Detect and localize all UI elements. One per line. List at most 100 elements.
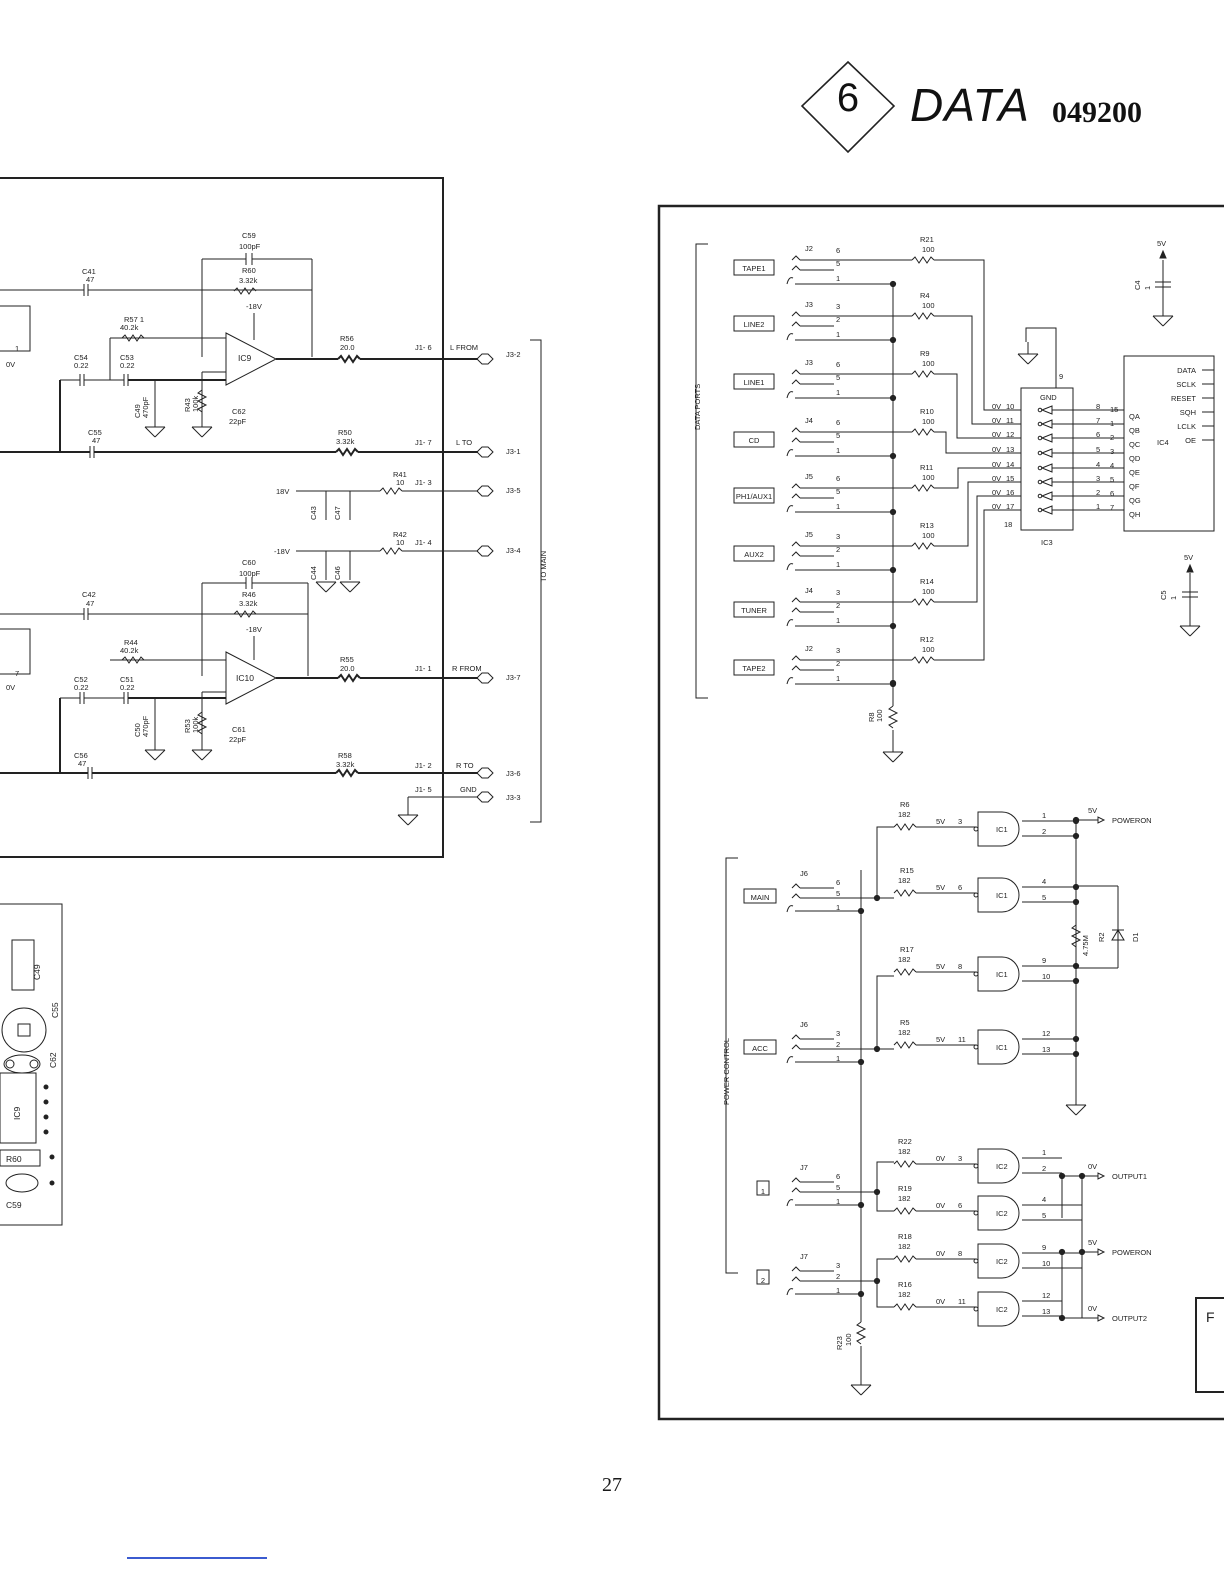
- c54-value: 0.22: [74, 361, 89, 370]
- r57-value: 40.2k: [120, 323, 139, 332]
- ic3-voltage: 0V: [992, 430, 1001, 439]
- pin: 5: [836, 487, 840, 496]
- ic4-output-label: QF: [1129, 482, 1140, 491]
- j1-7-label: J1- 7: [415, 438, 432, 447]
- resistor: [893, 1255, 917, 1263]
- pcb-c59-label: C59: [6, 1200, 22, 1210]
- buffer-icon: [1040, 433, 1053, 443]
- port-label: CD: [749, 436, 760, 445]
- ic4-pin: 1: [1110, 419, 1114, 428]
- resistor: [911, 484, 935, 492]
- ic1-res-value: 182: [898, 1028, 911, 1037]
- port-box: [733, 315, 775, 332]
- ic1-res-label: R15: [900, 866, 914, 875]
- ic4-output-label: QB: [1129, 426, 1140, 435]
- r23-value: 100: [844, 1333, 853, 1346]
- resistor: [911, 312, 935, 320]
- pin: 1: [836, 274, 840, 283]
- jack-name: J7: [800, 1252, 808, 1261]
- right-panel-frame: [657, 204, 1224, 1421]
- and-gate-icon: [977, 811, 1020, 847]
- jack-label: J2: [805, 244, 813, 253]
- pin: 6: [836, 878, 840, 887]
- and-gate-icon: [977, 1148, 1020, 1184]
- pin: 1: [836, 1197, 840, 1206]
- ic9-label: IC9: [238, 353, 252, 363]
- ic3-pin9: 9: [1059, 372, 1063, 381]
- ic2-label: IC2: [996, 1305, 1008, 1314]
- jack-label: J2: [805, 644, 813, 653]
- output-label: POWERON: [1112, 816, 1152, 825]
- pcb-layout: C49 C55 C62 IC9 R60 C59: [0, 903, 63, 1226]
- ic2-res-label: R16: [898, 1280, 912, 1289]
- ic1-label: IC1: [996, 825, 1008, 834]
- c60-label: C60: [242, 558, 256, 567]
- ic4-pin: 3: [1110, 447, 1114, 456]
- pin: 5: [836, 259, 840, 268]
- pcb-ic9-label: IC9: [12, 1107, 22, 1121]
- port-box: [733, 545, 775, 562]
- ic4-input-label: RESET: [1171, 394, 1196, 403]
- ic3-pin: 13: [1006, 445, 1014, 454]
- resistor-value: 100: [922, 473, 935, 482]
- gate-out-pin: 9: [1042, 956, 1046, 965]
- ic3-out-pin: 1: [1096, 502, 1100, 511]
- resistor: [911, 428, 935, 436]
- r50-label: R50: [338, 428, 352, 437]
- and-gate-icon: [977, 1195, 1020, 1231]
- r8-value: 100: [875, 709, 884, 722]
- gate-voltage: 0V: [936, 1201, 945, 1210]
- ic3-out-pin: 7: [1096, 416, 1100, 425]
- port-label: PH1/AUX1: [736, 492, 772, 501]
- jack-box: [743, 888, 777, 904]
- resistor: [893, 1160, 917, 1168]
- c59-label: C59: [242, 231, 256, 240]
- r58-value: 3.32k: [336, 760, 355, 769]
- c52-value: 0.22: [74, 683, 89, 692]
- ic4-pin: 6: [1110, 489, 1114, 498]
- pin: 1: [836, 330, 840, 339]
- jack-label: J5: [805, 472, 813, 481]
- audio-section: TO MAIN 1 0V 7 0V C41 47 C59 100pF R60 3…: [0, 177, 548, 858]
- document-code: 049200: [1052, 96, 1142, 129]
- power-control-section: POWER CONTROL MAINJ6651ACCJ63211J76512J7…: [722, 800, 1152, 1396]
- pin: 2: [836, 601, 840, 610]
- buffer-icon: [1040, 448, 1053, 458]
- gate-out-pin: 4: [1042, 877, 1046, 886]
- ic2-res-label: R19: [898, 1184, 912, 1193]
- plus18-label: 18V: [276, 487, 289, 496]
- gate-pin: 8: [958, 962, 962, 971]
- ic4-output-label: QE: [1129, 468, 1140, 477]
- r42-value: 10: [396, 538, 404, 547]
- jack-box: [756, 1269, 770, 1285]
- ic1-res-value: 182: [898, 810, 911, 819]
- r50-value: 3.32k: [336, 437, 355, 446]
- output-label: POWERON: [1112, 1248, 1152, 1257]
- c44-label: C44: [309, 566, 318, 580]
- gate-out-pin: 2: [1042, 827, 1046, 836]
- resistor: [911, 656, 935, 664]
- page-number: 27: [602, 1474, 622, 1496]
- output-label: OUTPUT1: [1112, 1172, 1147, 1181]
- ic3-pin: 14: [1006, 460, 1014, 469]
- ic2-res-value: 182: [898, 1194, 911, 1203]
- footer-link-underline[interactable]: [127, 1557, 267, 1559]
- data-ports-label: DATA PORTS: [693, 384, 702, 430]
- port-label: TUNER: [741, 606, 767, 615]
- resistor-label: R13: [920, 521, 934, 530]
- port-box: [733, 487, 775, 504]
- pin: 6: [836, 246, 840, 255]
- buffer-icon: [1040, 419, 1053, 429]
- pin: 6: [836, 1172, 840, 1181]
- c41-label: C41: [82, 267, 96, 276]
- pin: 2: [836, 1272, 840, 1281]
- port-box: [733, 659, 775, 676]
- j3-5-label: J3-5: [506, 486, 521, 495]
- r42-label: R42: [393, 530, 407, 539]
